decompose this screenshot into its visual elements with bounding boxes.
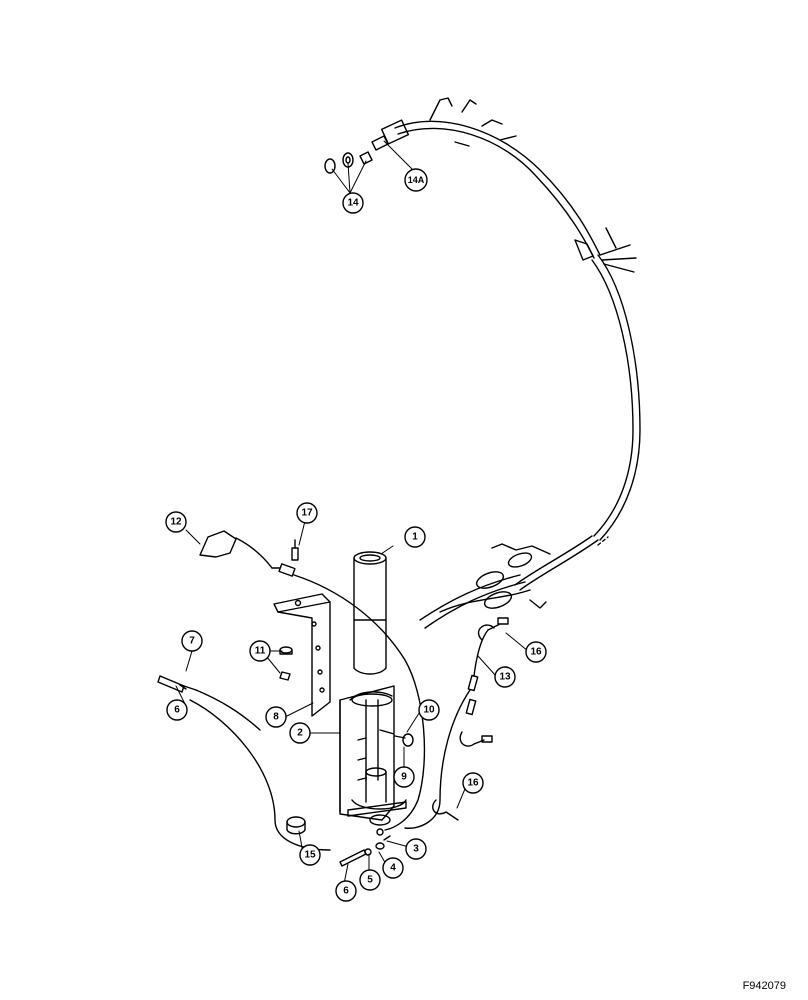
callout-17: 17 bbox=[296, 502, 318, 524]
svg-text:3: 3 bbox=[413, 844, 419, 855]
svg-text:15: 15 bbox=[304, 850, 316, 861]
wiring-harness bbox=[371, 97, 641, 591]
callout-16-lower: 16 bbox=[462, 772, 484, 794]
svg-text:11: 11 bbox=[255, 646, 266, 657]
callout-5: 5 bbox=[359, 869, 381, 891]
callout-2: 2 bbox=[289, 722, 311, 744]
svg-text:13: 13 bbox=[499, 672, 511, 683]
callout-10: 10 bbox=[418, 699, 440, 721]
svg-text:2: 2 bbox=[297, 728, 303, 739]
svg-text:16: 16 bbox=[530, 647, 542, 658]
callout-6-lower: 6 bbox=[335, 880, 357, 902]
svg-text:6: 6 bbox=[343, 886, 349, 897]
bracket-8 bbox=[273, 593, 331, 717]
callout-4: 4 bbox=[382, 857, 404, 879]
callout-12: 12 bbox=[165, 511, 187, 533]
svg-text:9: 9 bbox=[401, 772, 407, 783]
screw-17 bbox=[291, 539, 299, 561]
callout-9: 9 bbox=[393, 766, 415, 788]
fasteners-11 bbox=[279, 646, 293, 681]
callout-1: 1 bbox=[404, 526, 426, 548]
callout-3: 3 bbox=[405, 838, 427, 860]
svg-text:12: 12 bbox=[170, 517, 182, 528]
callout-8: 8 bbox=[265, 706, 287, 728]
washers-14 bbox=[324, 151, 373, 174]
callout-14a: 14A bbox=[404, 168, 428, 192]
callout-13: 13 bbox=[494, 666, 516, 688]
callout-15: 15 bbox=[299, 844, 321, 866]
callout-16-upper: 16 bbox=[525, 641, 547, 663]
callout-6-upper: 6 bbox=[166, 699, 188, 721]
svg-text:8: 8 bbox=[273, 712, 279, 723]
cable-end-7 bbox=[157, 675, 261, 731]
leader-lines bbox=[175, 140, 529, 885]
callout-14: 14 bbox=[342, 192, 364, 214]
svg-text:6: 6 bbox=[174, 705, 180, 716]
svg-text:5: 5 bbox=[367, 875, 373, 886]
svg-text:7: 7 bbox=[189, 636, 195, 647]
svg-text:16: 16 bbox=[467, 778, 479, 789]
bracket-2 bbox=[339, 685, 407, 836]
callouts: 1 17 12 7 6 11 8 2 10 9 15 3 4 5 6 13 16… bbox=[165, 168, 547, 902]
callout-11: 11 bbox=[249, 640, 271, 662]
bolt-9-washer-10 bbox=[379, 729, 414, 747]
small-parts-3-6 bbox=[339, 835, 391, 867]
connector-12 bbox=[199, 530, 296, 577]
plug-15 bbox=[286, 816, 306, 835]
actuator-cylinder-1 bbox=[353, 551, 387, 675]
svg-text:4: 4 bbox=[390, 863, 396, 874]
sensor-wire-13 bbox=[404, 617, 509, 829]
svg-text:10: 10 bbox=[423, 705, 435, 716]
callout-7: 7 bbox=[181, 630, 203, 652]
lower-harness-bundle bbox=[419, 543, 551, 629]
svg-text:1: 1 bbox=[412, 532, 418, 543]
figure-id: F942079 bbox=[742, 980, 786, 992]
svg-text:14: 14 bbox=[347, 198, 359, 209]
svg-text:14A: 14A bbox=[408, 175, 425, 185]
svg-text:17: 17 bbox=[301, 508, 313, 519]
